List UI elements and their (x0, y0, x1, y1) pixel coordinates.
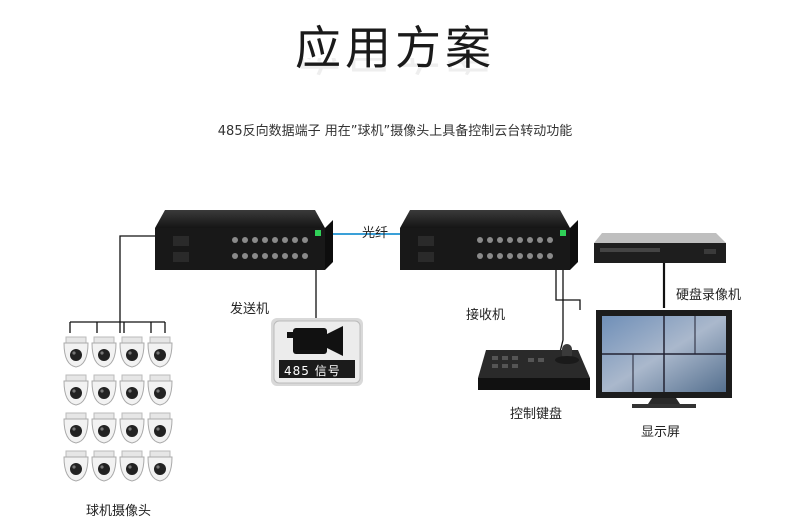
video-camera-icon (287, 326, 343, 356)
dome-camera (62, 409, 90, 445)
dome-camera (62, 447, 90, 483)
dome-camera (146, 409, 174, 445)
control-keyboard-device (478, 344, 590, 390)
transmitter-label: 发送机 (230, 302, 270, 317)
keyboard-label: 控制键盘 (510, 407, 563, 422)
dome-camera (118, 333, 146, 369)
rs485-badge-text: 485 信号 (284, 364, 341, 378)
dome-camera (90, 333, 118, 369)
receiver-device (400, 210, 578, 270)
dome-camera (90, 409, 118, 445)
rs485-signal-badge (271, 318, 363, 386)
cameras-label: 球机摄像头 (86, 504, 152, 519)
monitor-label: 显示屏 (641, 425, 681, 440)
fiber-label: 光纤 (362, 226, 389, 241)
camera-bus-line (119, 235, 162, 333)
monitor-device (596, 310, 732, 408)
nvr-label: 硬盘录像机 (676, 288, 742, 303)
dome-camera (146, 371, 174, 407)
dome-camera (62, 333, 90, 369)
connection-lines (69, 235, 666, 353)
nvr-device (594, 233, 726, 263)
dome-camera (146, 333, 174, 369)
dome-camera (118, 371, 146, 407)
dome-camera (146, 447, 174, 483)
receiver-label: 接收机 (466, 308, 506, 323)
page-subtitle: 485反向数据端子 用在”球机”摄像头上具备控制云台转动功能 (217, 124, 573, 139)
dome-camera (90, 447, 118, 483)
transmitter-device (155, 210, 333, 270)
monitor-line (555, 242, 581, 310)
dome-camera (118, 447, 146, 483)
dome-camera (90, 371, 118, 407)
dome-camera (62, 371, 90, 407)
dome-camera-grid (62, 333, 174, 483)
keyboard-line (559, 242, 564, 353)
page-title: 应用方案 (295, 21, 495, 75)
dome-camera (118, 409, 146, 445)
